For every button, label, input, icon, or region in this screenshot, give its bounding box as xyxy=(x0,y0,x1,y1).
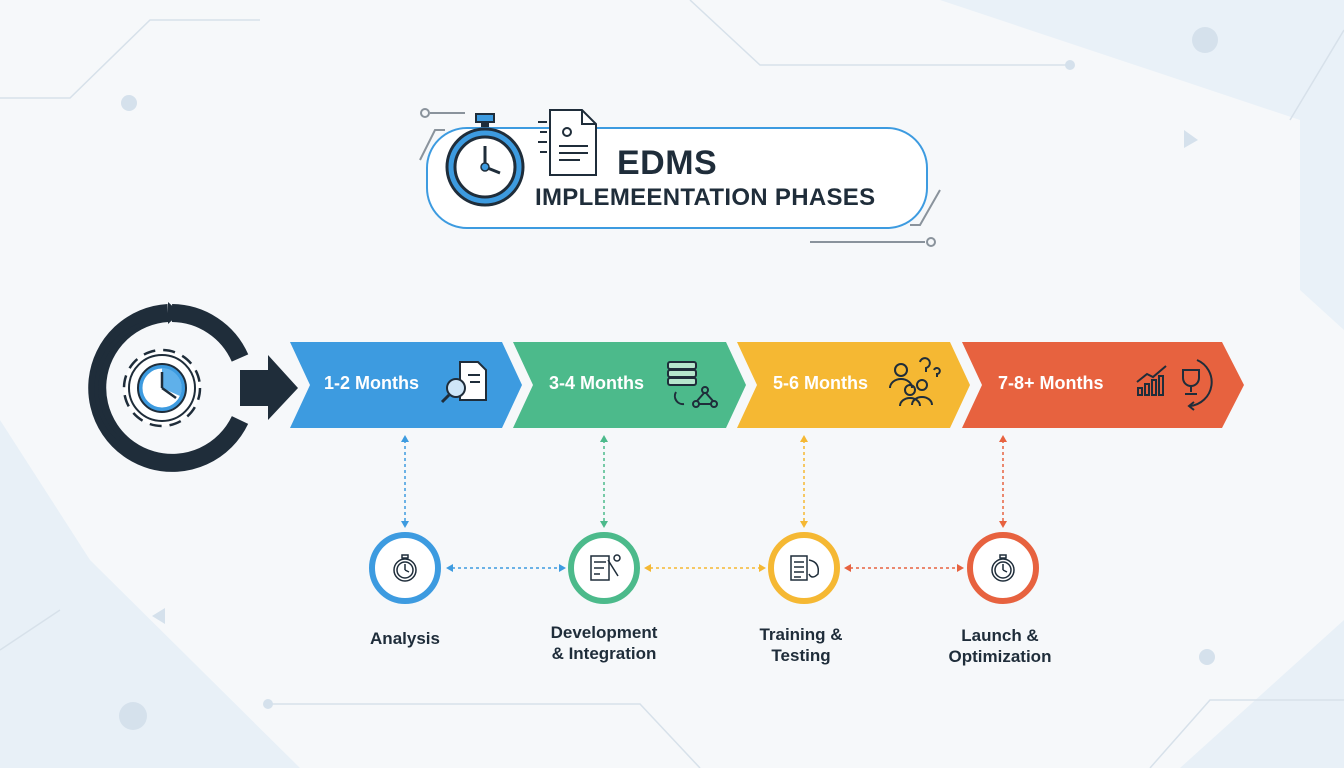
step-label-analysis: Analysis xyxy=(325,628,485,649)
users-question-icon xyxy=(889,357,941,407)
step-label-training: Training & Testing xyxy=(721,624,881,666)
magnifier-document-icon xyxy=(440,361,487,404)
checklist-icon xyxy=(790,555,820,581)
chevron-phase-4 xyxy=(962,342,1244,428)
step-label-line: Optimization xyxy=(948,647,1052,666)
phase-3-duration: 5-6 Months xyxy=(773,373,869,393)
document-icon xyxy=(538,109,597,176)
growth-trophy-icon xyxy=(1136,359,1213,411)
stopwatch-icon xyxy=(393,554,417,582)
tools-blueprint-icon xyxy=(590,554,621,581)
title-subtitle: IMPLEMEENTATION PHASES xyxy=(535,184,876,211)
phase-4-duration: 7-8+ Months xyxy=(998,373,1104,393)
stopwatch-icon xyxy=(991,554,1015,582)
phase-2-duration: 3-4 Months xyxy=(549,373,645,393)
title-banner xyxy=(419,108,941,247)
step-label-launch: Launch & Optimization xyxy=(920,625,1080,667)
database-network-icon xyxy=(667,361,718,408)
step-circle-training xyxy=(768,532,840,604)
chevron-phase-3 xyxy=(737,342,970,428)
step-label-line: & Integration xyxy=(551,644,657,663)
step-label-development: Development & Integration xyxy=(524,622,684,664)
step-label-line: Testing xyxy=(771,646,831,665)
step-label-line: Development xyxy=(550,623,658,642)
phase-1-duration: 1-2 Months xyxy=(324,373,420,393)
step-label-line: Training & xyxy=(759,625,843,644)
step-label-line: Launch & xyxy=(961,626,1039,645)
step-label-line: Analysis xyxy=(370,629,440,648)
stopwatch-icon xyxy=(445,113,525,207)
gear-clock-emblem xyxy=(88,302,298,472)
title-edms: EDMS xyxy=(617,144,718,182)
